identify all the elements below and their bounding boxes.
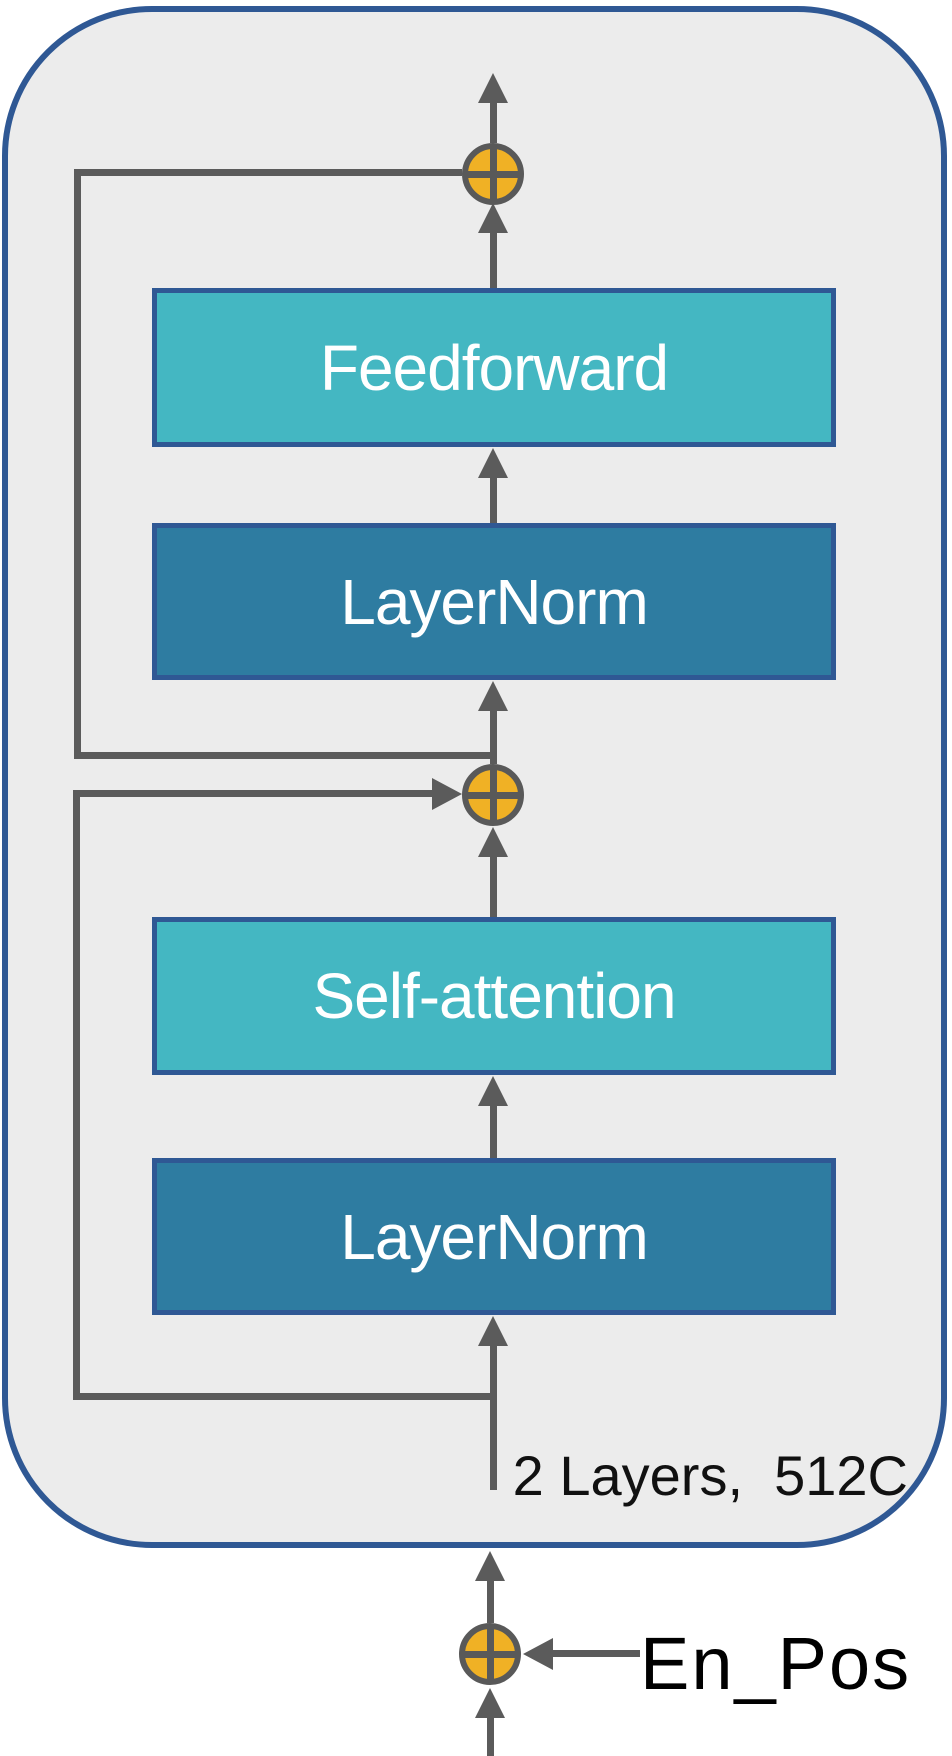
plus-icon xyxy=(489,149,497,199)
add-circle-input xyxy=(459,1623,521,1685)
ln2-to-sa-arrowhead-icon xyxy=(478,1076,508,1106)
layernorm-top-box: LayerNorm xyxy=(152,523,836,680)
layers-annotation: 2 Layers, 512C xyxy=(512,1444,908,1507)
feedforward-label: Feedforward xyxy=(319,331,669,404)
enpos-arrowhead-icon xyxy=(523,1638,553,1670)
skip1-vertical-line xyxy=(73,790,80,1400)
self-attention-label: Self-attention xyxy=(312,960,676,1032)
add-to-encoder-shaft xyxy=(487,1579,494,1623)
sa-to-add-arrowhead-icon xyxy=(478,827,508,857)
self-attention-box: Self-attention xyxy=(152,917,836,1075)
skip2-bottom-horizontal-line xyxy=(74,752,497,759)
output-arrow-shaft xyxy=(490,96,497,143)
enpos-arrow-shaft xyxy=(550,1650,640,1657)
plus-icon xyxy=(486,1629,494,1679)
bottom-input-arrowhead-icon xyxy=(475,1688,505,1718)
layernorm-bottom-label: LayerNorm xyxy=(340,1200,649,1273)
feedforward-box: Feedforward xyxy=(152,288,836,447)
add-circle-middle xyxy=(462,764,524,826)
skip2-top-horizontal-line xyxy=(74,169,462,176)
skip2-vertical-line xyxy=(74,169,81,759)
ff-to-add-shaft xyxy=(490,231,497,288)
ff-to-add-arrowhead-icon xyxy=(478,203,508,233)
ln1-to-ff-shaft xyxy=(490,476,497,523)
skip1-top-horizontal-line xyxy=(73,790,433,797)
add-circle-top xyxy=(462,143,524,205)
ln2-to-sa-shaft xyxy=(490,1104,497,1158)
add-to-ln1-arrowhead-icon xyxy=(478,681,508,711)
skip1-arrowhead-icon xyxy=(432,778,462,810)
ln1-to-ff-arrowhead-icon xyxy=(478,448,508,478)
sa-to-add-shaft xyxy=(490,855,497,917)
input-to-ln2-shaft xyxy=(490,1344,497,1490)
plus-icon xyxy=(489,770,497,820)
enpos-label: En_Pos xyxy=(640,1622,912,1705)
add-to-ln1-shaft xyxy=(490,709,497,764)
input-to-ln2-arrowhead-icon xyxy=(478,1316,508,1346)
skip1-bottom-horizontal-line xyxy=(73,1393,497,1400)
layernorm-bottom-box: LayerNorm xyxy=(152,1158,836,1315)
bottom-input-shaft xyxy=(487,1716,494,1756)
layernorm-top-label: LayerNorm xyxy=(340,565,649,638)
add-to-encoder-arrowhead-icon xyxy=(475,1551,505,1581)
